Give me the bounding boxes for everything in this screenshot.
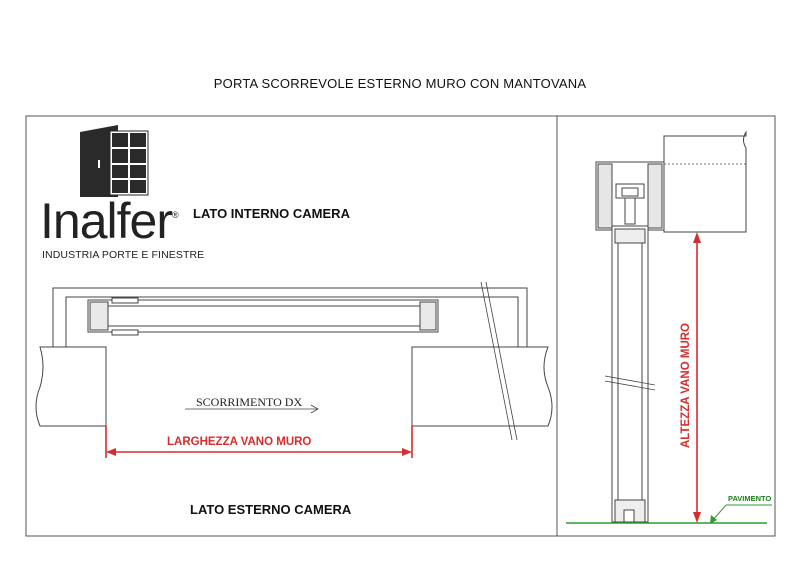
section-view-frame [556, 115, 776, 537]
page-title: PORTA SCORREVOLE ESTERNO MURO CON MANTOV… [213, 76, 587, 91]
height-dimension-arrow [693, 232, 701, 523]
registered-mark: ® [172, 210, 179, 220]
right-wall [411, 346, 553, 427]
width-dimension-arrow [105, 426, 413, 458]
door-logo-icon [80, 125, 149, 197]
sliding-direction-label: SCORRIMENTO DX [196, 395, 303, 409]
section-view [595, 130, 747, 523]
plan-view [35, 281, 553, 441]
logo-subtitle: INDUSTRIA PORTE E FINESTRE [42, 249, 205, 261]
wall-height-label: ALTEZZA VANO MURO [680, 323, 692, 448]
logo-wordmark: Inalfer [40, 193, 173, 249]
left-wall [35, 346, 107, 427]
outside-room-label: LATO ESTERNO CAMERA [190, 502, 352, 517]
floor-line [566, 504, 772, 524]
wall-width-label: LARGHEZZA VANO MURO [167, 436, 312, 448]
floor-label: PAVIMENTO [728, 494, 772, 503]
inside-room-label: LATO INTERNO CAMERA [193, 206, 350, 221]
